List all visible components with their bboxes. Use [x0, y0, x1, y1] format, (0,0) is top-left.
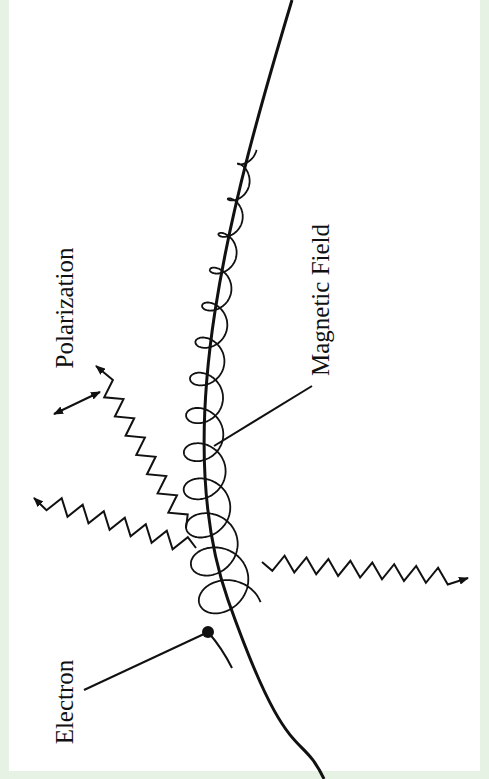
background — [9, 0, 480, 771]
photon-arrow — [96, 366, 188, 528]
helix-path — [184, 150, 261, 614]
electron-path — [208, 632, 232, 668]
electron-helix — [184, 150, 261, 614]
leader-line — [214, 386, 312, 446]
field-label: Magnetic Field — [308, 224, 333, 376]
particle-label: Electron — [52, 660, 77, 745]
leader-line — [84, 634, 204, 690]
photon-waves — [34, 366, 468, 585]
axis-label: Polarization — [52, 248, 77, 369]
electron-dot — [202, 626, 214, 638]
polarization-arrow — [54, 392, 100, 414]
photon-arrow — [262, 556, 468, 585]
